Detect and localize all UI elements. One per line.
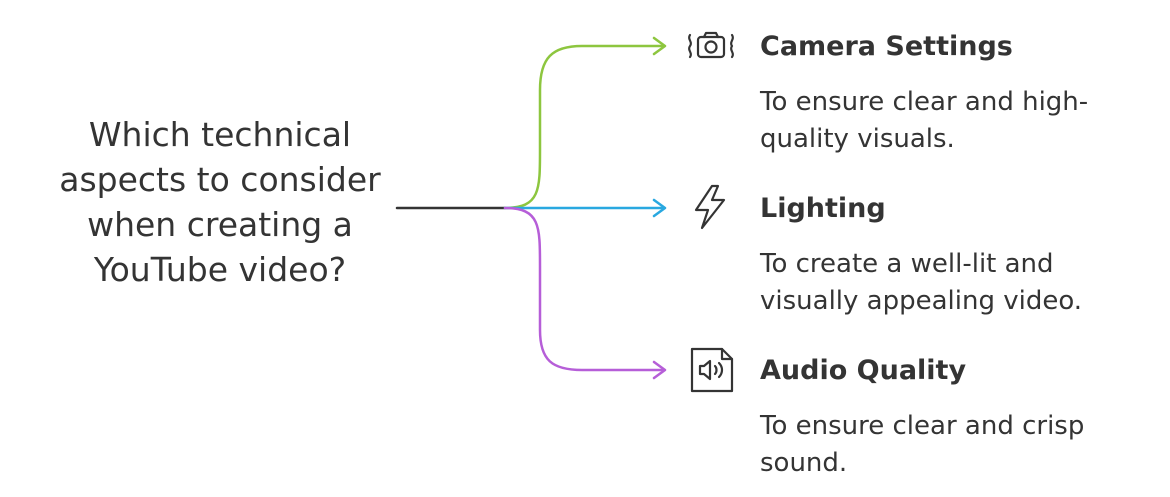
branch-description-audio-quality: To ensure clear and crisp sound. [760, 408, 1155, 482]
question-line: Which technical [88, 115, 352, 154]
description-line: sound. [760, 448, 848, 478]
description-line: quality visuals. [760, 124, 955, 154]
description-line: To ensure clear and crisp [760, 411, 1085, 441]
connector-audio-quality [503, 206, 666, 372]
branch-title-lighting: Lighting [760, 193, 886, 224]
arrowhead-audio-quality [652, 360, 667, 380]
central-question: Which technical aspects to consider when… [40, 112, 400, 292]
branch-description-camera-settings: To ensure clear and high- quality visual… [760, 84, 1155, 158]
question-line: when creating a [87, 205, 353, 244]
audio-file-icon [686, 344, 736, 394]
connector-camera-settings [503, 44, 666, 210]
camera-icon [686, 22, 736, 72]
arrowhead-lighting [652, 198, 667, 218]
branch-title-camera-settings: Camera Settings [760, 31, 1013, 62]
description-line: To ensure clear and high- [760, 87, 1089, 117]
branch-title-audio-quality: Audio Quality [760, 355, 967, 386]
question-line: aspects to consider [59, 160, 381, 199]
description-line: To create a well-lit and [760, 249, 1054, 279]
branch-description-lighting: To create a well-lit and visually appeal… [760, 246, 1155, 320]
description-line: visually appealing video. [760, 286, 1083, 316]
arrowhead-camera-settings [652, 36, 667, 56]
lightning-bolt-icon [686, 182, 736, 232]
question-line: YouTube video? [93, 250, 347, 289]
